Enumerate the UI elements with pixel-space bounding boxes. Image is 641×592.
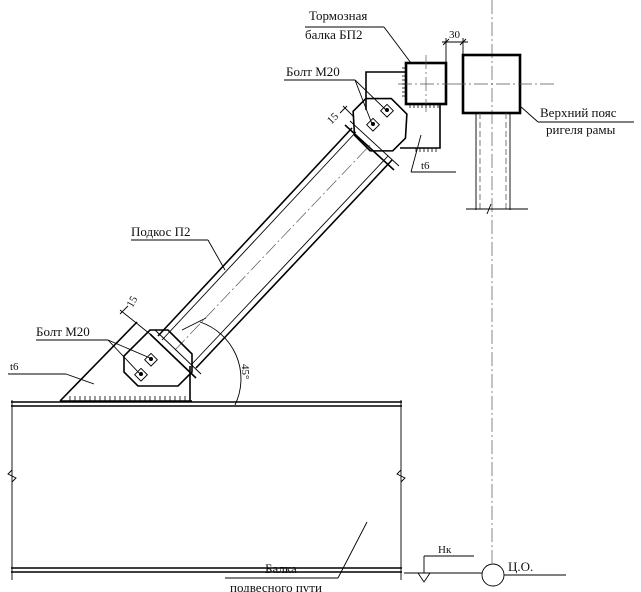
- t6-label-bottom: t6: [10, 361, 19, 373]
- beam-label-line2: подвесного пути: [230, 580, 322, 592]
- dimension-15-top-label: 15: [325, 110, 342, 127]
- bolt-label-bottom: Болт М20: [36, 324, 90, 339]
- runway-beam: [7, 400, 406, 580]
- bolt-label-top: Болт М20: [286, 64, 340, 79]
- break-mark-left: [7, 469, 17, 483]
- dimension-30: 30: [442, 29, 468, 62]
- top-chord: [452, 53, 555, 215]
- brake-beam-label-line1: Тормозная: [309, 8, 367, 23]
- angle-dimension: 45°: [181, 317, 251, 406]
- level-mark: Нк: [404, 544, 482, 583]
- brake-beam: [398, 55, 452, 112]
- top-chord-label-line1: Верхний пояс: [540, 105, 617, 120]
- dimension-30-label: 30: [449, 29, 461, 41]
- brace-label: Подкос П2: [131, 224, 191, 239]
- dimension-15-bottom: 15: [119, 294, 151, 335]
- brace-p2: [149, 120, 400, 379]
- center-axis-label: Ц.О.: [508, 559, 533, 574]
- angle-label: 45°: [239, 364, 251, 379]
- brake-beam-label-line2: балка БП2: [305, 27, 362, 42]
- top-chord-label-line2: ригеля рамы: [546, 122, 616, 137]
- break-mark-right: [396, 469, 406, 483]
- t6-label-top: t6: [421, 160, 430, 172]
- beam-label-line1: Балка: [265, 561, 297, 576]
- upper-gusset-plate: [352, 71, 441, 152]
- lower-gusset-plate: [59, 321, 193, 402]
- center-axis-circle: [481, 563, 505, 587]
- level-mark-label: Нк: [438, 544, 452, 556]
